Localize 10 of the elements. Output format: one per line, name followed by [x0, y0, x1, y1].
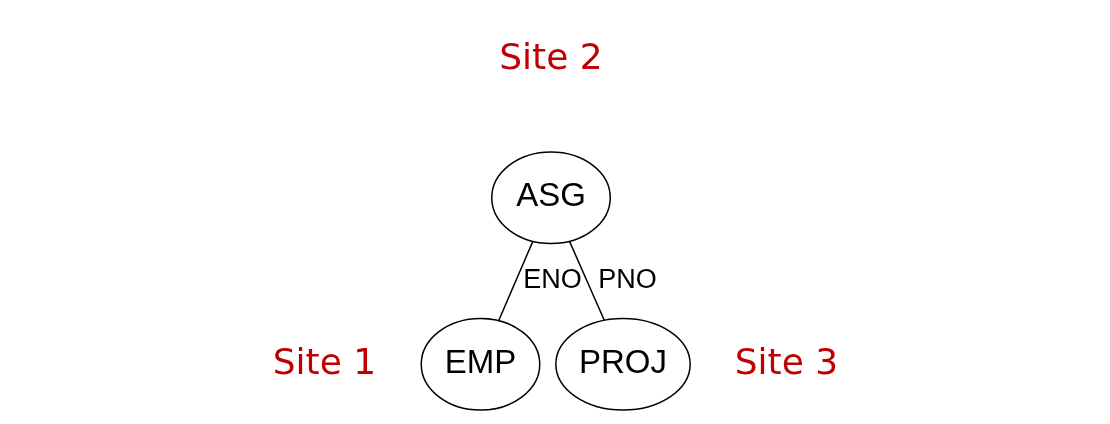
node-label: Site 1: [272, 340, 376, 382]
edge-label: PNO: [597, 263, 657, 294]
node-ellipse: ASG: [490, 151, 611, 245]
node-label: Site 2: [498, 36, 603, 78]
connector: [497, 240, 534, 321]
edge-label: ENO: [522, 263, 582, 294]
node-label: Site 3: [734, 340, 838, 382]
node-ellipse: EMP: [420, 317, 540, 411]
node-ellipse: PROJ: [554, 317, 691, 411]
connector: [568, 240, 605, 321]
